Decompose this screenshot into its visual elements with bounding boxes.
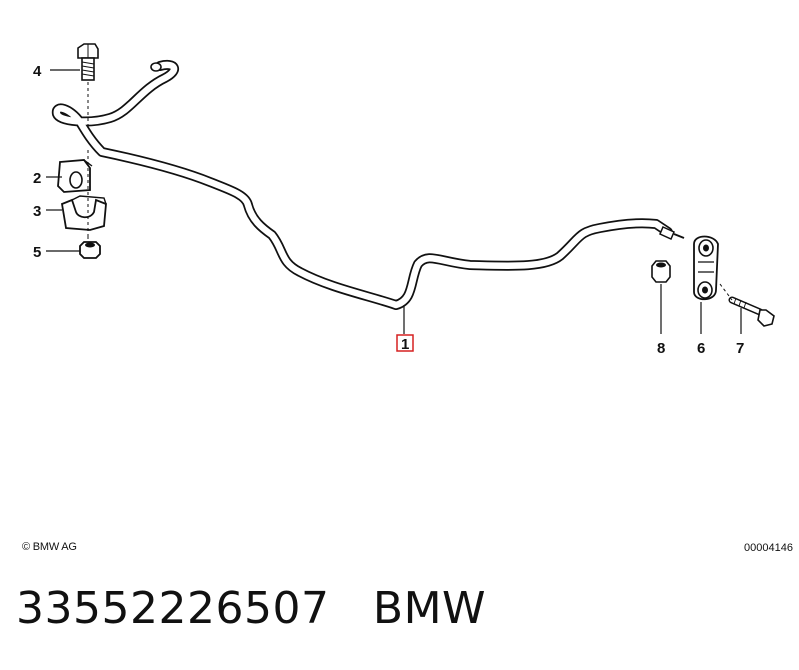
callout-5: 5	[33, 244, 41, 261]
nut-part-5	[79, 236, 101, 259]
callout-6: 6	[697, 340, 705, 357]
callout-3: 3	[33, 203, 41, 220]
callout-2: 2	[33, 170, 41, 187]
bolt-part-7	[719, 283, 775, 334]
callout-1: 1	[401, 336, 409, 353]
nut-part-8	[651, 260, 671, 334]
bolt-part-4	[77, 43, 99, 128]
callout-4: 4	[33, 63, 42, 80]
stabilizer-bar	[51, 60, 685, 310]
rubber-mount-part-2	[57, 159, 93, 193]
brand-label: BMW	[372, 583, 487, 634]
callout-7: 7	[736, 340, 744, 357]
caption: 33552226507 BMW	[16, 583, 486, 634]
copyright-label: © BMW AG	[22, 541, 77, 553]
document-number: 00004146	[744, 542, 793, 554]
bracket-part-3	[60, 150, 107, 236]
part-number: 33552226507	[16, 583, 330, 634]
link-part-6	[693, 235, 719, 334]
highlight-box	[396, 334, 414, 352]
callout-8: 8	[657, 340, 665, 357]
stabilizer-bar-diagram: 4 2 3 5 1 8 6 7	[33, 43, 775, 357]
